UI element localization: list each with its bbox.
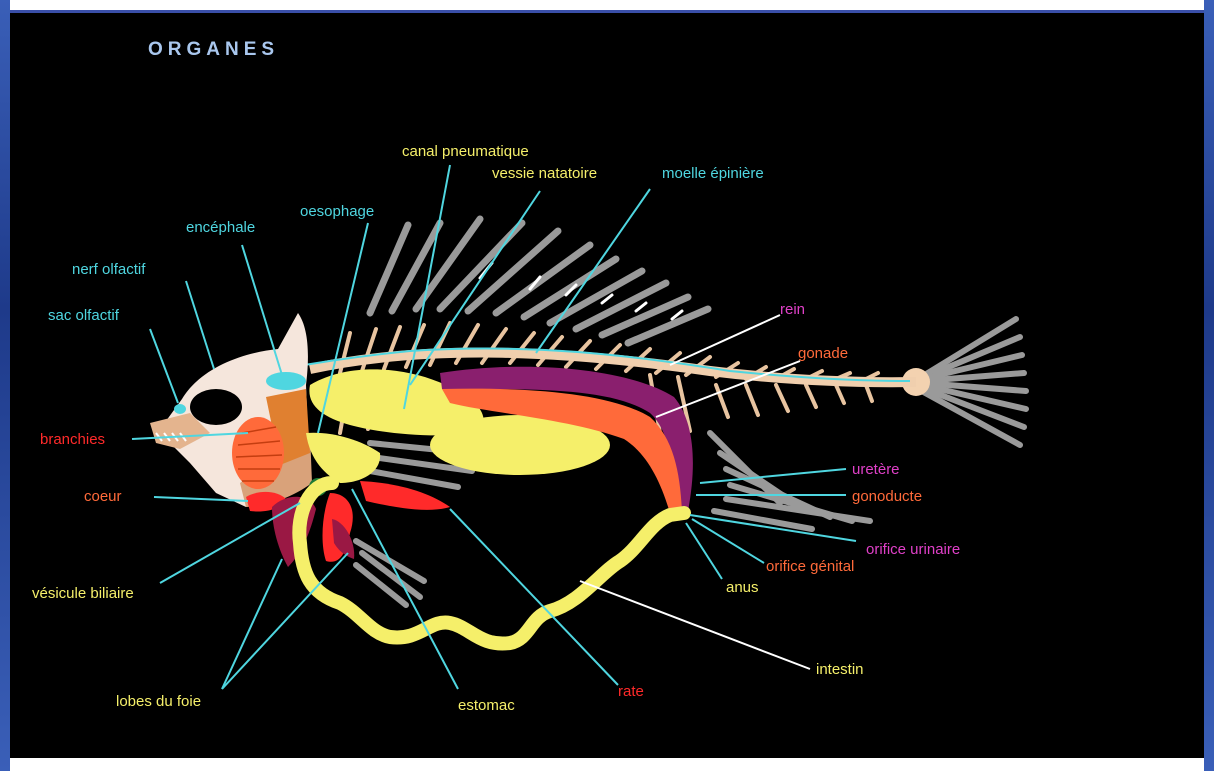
label-orifice-genital: orifice génital bbox=[766, 558, 854, 575]
label-orifice-urinaire: orifice urinaire bbox=[866, 541, 960, 558]
fish-anatomy-diagram bbox=[10, 13, 1204, 758]
label-coeur: coeur bbox=[84, 488, 122, 505]
label-intestin: intestin bbox=[816, 661, 864, 678]
label-gonoducte: gonoducte bbox=[852, 488, 922, 505]
label-rate: rate bbox=[618, 683, 644, 700]
left-frame-edge bbox=[0, 0, 10, 771]
right-frame-edge bbox=[1204, 0, 1214, 771]
label-moelle-epiniere: moelle épinière bbox=[662, 165, 764, 182]
label-encephale: encéphale bbox=[186, 219, 255, 236]
label-sac-olfactif: sac olfactif bbox=[48, 307, 119, 324]
label-oesophage: oesophage bbox=[300, 203, 374, 220]
label-lobes-du-foie: lobes du foie bbox=[116, 693, 201, 710]
anal-fin-rays bbox=[710, 433, 870, 529]
label-anus: anus bbox=[726, 579, 759, 596]
caudal-fin bbox=[918, 319, 1026, 445]
label-rein: rein bbox=[780, 301, 805, 318]
label-branchies: branchies bbox=[40, 431, 105, 448]
label-estomac: estomac bbox=[458, 697, 515, 714]
gills bbox=[232, 417, 284, 489]
diagram-slide: ORGANES bbox=[10, 10, 1204, 758]
eye-socket bbox=[190, 389, 242, 425]
label-vesicule-biliaire: vésicule biliaire bbox=[32, 585, 134, 602]
label-vessie-natatoire: vessie natatoire bbox=[492, 165, 597, 182]
label-nerf-olfactif: nerf olfactif bbox=[72, 261, 145, 278]
olfactory-sac bbox=[174, 404, 186, 414]
label-canal-pneumatique: canal pneumatique bbox=[402, 143, 529, 160]
haemal-spines bbox=[716, 385, 872, 417]
label-gonade: gonade bbox=[798, 345, 848, 362]
label-uretere: uretère bbox=[852, 461, 900, 478]
encephalon bbox=[266, 372, 306, 390]
